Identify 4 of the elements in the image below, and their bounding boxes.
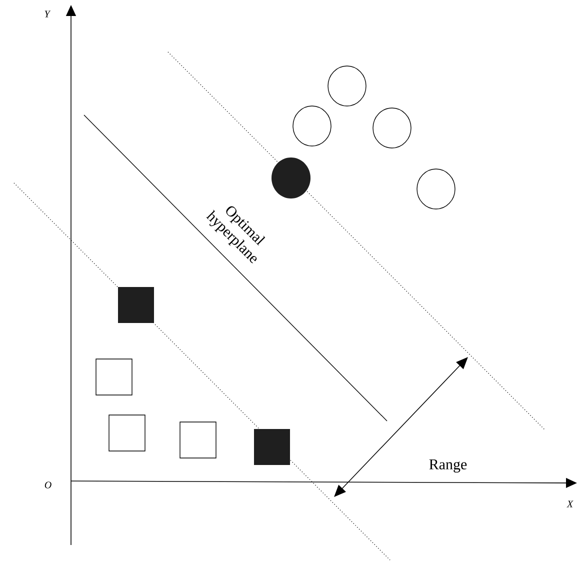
axis-label: Y — [44, 10, 51, 18]
dimension-label: Range — [429, 459, 467, 473]
axis-label: X — [566, 500, 574, 508]
axis-label: O — [44, 482, 52, 488]
